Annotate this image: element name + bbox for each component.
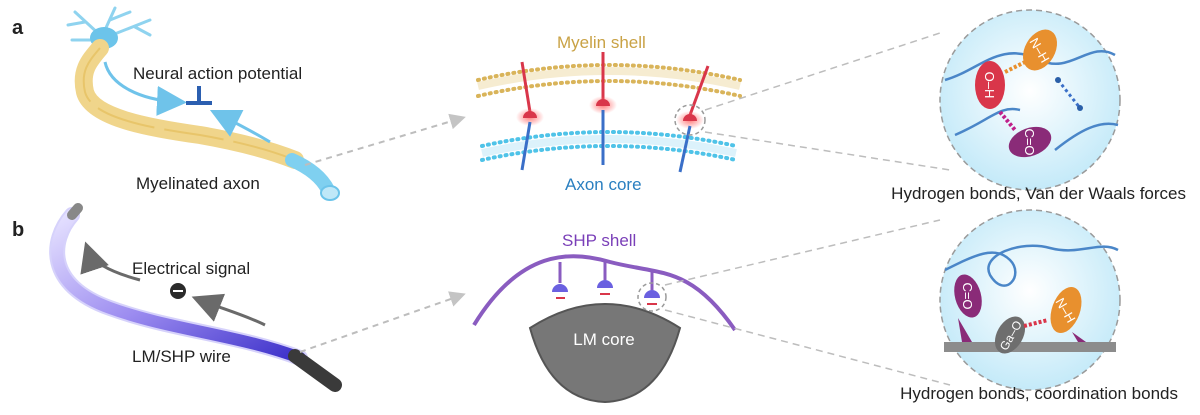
panel-b-letter: b xyxy=(12,219,24,241)
label-lm-core: LM core xyxy=(573,330,634,349)
label-bonds-a: Hydrogen bonds, Van der Waals forces xyxy=(891,184,1186,203)
label-shp-shell: SHP shell xyxy=(562,231,636,250)
myelin-membrane xyxy=(476,63,742,98)
lm-core xyxy=(528,303,682,404)
hbond-pillars xyxy=(516,52,710,173)
wire-icon xyxy=(49,203,342,392)
label-electrical-signal: Electrical signal xyxy=(132,259,250,278)
panel-a-letter: a xyxy=(12,17,24,39)
zoom-circle-a: O–H N–H C=O xyxy=(939,9,1121,191)
zoom-a-co: C=O xyxy=(1022,128,1037,155)
neuron-icon xyxy=(66,6,340,201)
label-action-potential: Neural action potential xyxy=(133,64,302,83)
label-myelinated-axon: Myelinated axon xyxy=(136,174,260,193)
label-bonds-b: Hydrogen bonds, coordination bonds xyxy=(900,384,1178,403)
zoom-a-oh: O–H xyxy=(982,72,997,99)
label-myelin-shell: Myelin shell xyxy=(557,33,646,52)
label-axon-core: Axon core xyxy=(565,175,642,194)
shp-shell xyxy=(472,254,737,332)
axon-membrane xyxy=(480,130,738,162)
label-lm-shp-wire: LM/SHP wire xyxy=(132,347,231,366)
zoom-b-co: C=O xyxy=(960,282,975,309)
electron-icon xyxy=(170,283,186,299)
zoom-circle-b: C=O N–H Ga–O xyxy=(939,209,1121,391)
